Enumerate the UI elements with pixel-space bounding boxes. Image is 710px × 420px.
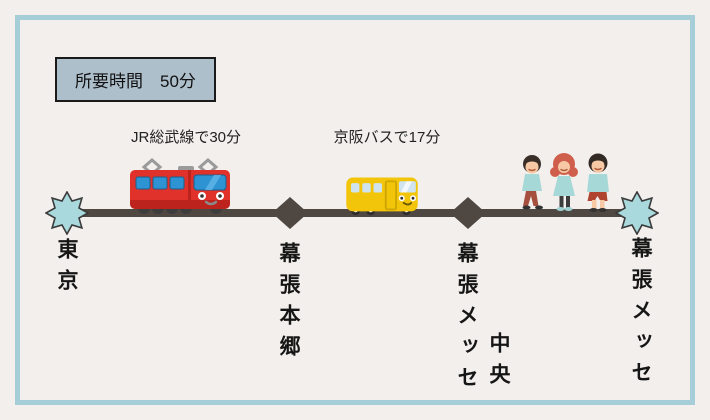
segment-label-train: JR総武線で30分 [130,129,242,146]
station-label-makuhari-messe-chuo-suffix: 中央 [487,332,510,394]
diamond-marker-icon [272,197,308,229]
station-label-makuhari-messe: 幕張メッセ [629,237,652,392]
total-time-box: 所要時間 50分 [55,57,216,102]
station-label-tokyo: 東京 [55,238,78,300]
star-marker-icon [45,191,89,235]
station-label-makuhari-hongo: 幕張本郷 [277,242,300,366]
walking-people-icon [522,153,609,212]
red-train-icon [130,158,230,214]
star-marker-icon [615,191,659,235]
decorative-frame-border [15,15,695,405]
segment-label-bus: 京阪バスで17分 [333,129,441,146]
diamond-marker-icon [450,197,486,229]
station-label-makuhari-messe-chuo: 幕張メッセ [455,242,478,397]
yellow-bus-icon [346,177,418,216]
